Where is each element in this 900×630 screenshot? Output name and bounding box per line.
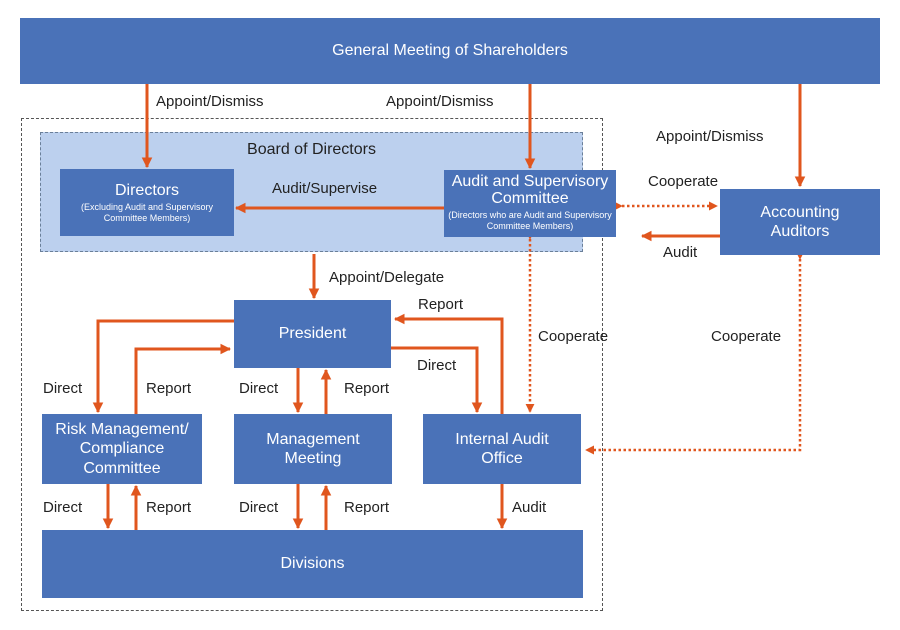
label-report-internal-to-president: Report <box>418 296 464 313</box>
label-report-divisions-to-risk: Report <box>146 499 192 516</box>
label-report-meeting-to-president: Report <box>344 380 390 397</box>
label-cooperate-committee-internal: Cooperate <box>538 328 609 345</box>
label-audit-supervise: Audit/Supervise <box>272 180 378 197</box>
president-title: President <box>278 325 347 343</box>
risk-committee-node: Risk Management/ Compliance Committee <box>42 414 202 484</box>
divisions-node: Divisions <box>42 530 583 598</box>
directors-node: Directors (Excluding Audit and Superviso… <box>60 169 234 236</box>
president-node: President <box>234 300 391 368</box>
accounting-auditors-title: Accounting Auditors <box>760 203 840 240</box>
directors-title: Directors <box>114 181 179 199</box>
audit-committee-node: Audit and Supervisory Committee (Directo… <box>444 170 616 237</box>
board-of-directors-title: Board of Directors <box>247 141 376 158</box>
internal-audit-node: Internal Audit Office <box>423 414 581 484</box>
audit-committee-subtitle: (Directors who are Audit and Supervisory… <box>448 210 612 232</box>
label-appoint-dismiss-directors: Appoint/Dismiss <box>156 93 264 110</box>
label-report-divisions-to-meeting: Report <box>344 499 390 516</box>
shareholders-node: General Meeting of Shareholders <box>20 18 880 84</box>
management-meeting-title: Management Meeting <box>266 430 360 467</box>
label-cooperate-auditors-internal: Cooperate <box>711 328 782 345</box>
label-audit-auditors: Audit <box>663 244 698 261</box>
accounting-auditors-node: Accounting Auditors <box>720 189 880 255</box>
arrow-president-to-internal <box>391 346 483 414</box>
arrow-risk-to-president <box>134 343 232 414</box>
label-direct-president-to-risk: Direct <box>43 380 83 397</box>
label-direct-president-to-meeting: Direct <box>239 380 279 397</box>
label-audit-internal-to-divisions: Audit <box>512 499 547 516</box>
arrow-president-to-risk <box>92 319 234 414</box>
risk-committee-title: Risk Management/ Compliance Committee <box>55 421 189 477</box>
label-direct-meeting-to-divisions: Direct <box>239 499 279 516</box>
label-appoint-dismiss-auditors: Appoint/Dismiss <box>656 128 764 145</box>
label-cooperate-committee-auditors: Cooperate <box>648 173 719 190</box>
label-direct-president-to-internal: Direct <box>417 357 457 374</box>
label-report-risk-to-president: Report <box>146 380 192 397</box>
directors-subtitle: (Excluding Audit and Supervisory Committ… <box>80 201 214 224</box>
divisions-title: Divisions <box>280 555 345 573</box>
label-appoint-delegate: Appoint/Delegate <box>329 269 445 286</box>
label-appoint-dismiss-committee: Appoint/Dismiss <box>386 93 494 110</box>
management-meeting-node: Management Meeting <box>234 414 392 484</box>
label-direct-risk-to-divisions: Direct <box>43 499 83 516</box>
dotted-auditors-internal <box>585 250 805 455</box>
arrow-internal-to-president <box>393 313 504 414</box>
shareholders-title: General Meeting of Shareholders <box>332 42 568 60</box>
internal-audit-title: Internal Audit Office <box>455 430 549 467</box>
audit-committee-title: Audit and Supervisory Committee <box>451 173 609 208</box>
